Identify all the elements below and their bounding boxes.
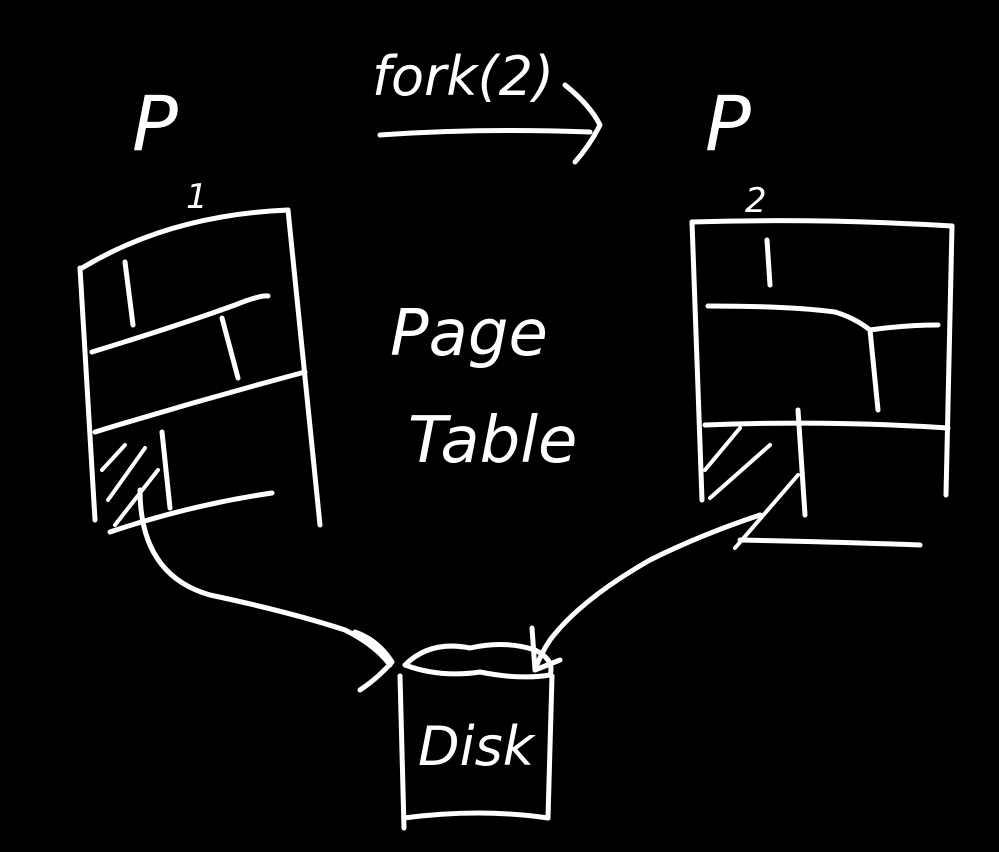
- p2-table-right-wall: [943, 223, 955, 498]
- process1-page-table: [77, 207, 323, 535]
- p1-row1-mark: [122, 259, 136, 328]
- process2-subscript: 2: [745, 181, 767, 221]
- p2-cell-divider: [795, 407, 808, 518]
- p2-divider2: [702, 420, 951, 431]
- p1-divider2: [92, 369, 308, 435]
- p2-divider1: [705, 303, 941, 333]
- p1-table-right-wall: [285, 207, 323, 528]
- process2-page-table: [689, 218, 955, 550]
- fork-arrow-group: fork(2): [372, 45, 603, 165]
- p1-table-top: [79, 207, 291, 271]
- fork-label: fork(2): [372, 45, 554, 108]
- table-label: Table: [408, 404, 577, 478]
- process2-letter: P: [705, 79, 751, 168]
- p2-to-disk-arrow: [529, 512, 763, 673]
- p2-to-disk-curve: [532, 512, 763, 673]
- process2-label: P 2: [705, 79, 767, 221]
- process1-letter: P: [132, 79, 178, 168]
- p1-to-disk-arrow: [137, 487, 395, 693]
- process1-subscript: 1: [186, 177, 208, 217]
- disk-label: Disk: [418, 715, 537, 778]
- p1-hatch-3: [113, 468, 160, 527]
- center-label: Page Table: [390, 297, 577, 478]
- p1-to-disk-arrowhead: [352, 629, 395, 693]
- p1-divider1: [89, 293, 271, 355]
- p2-table-top: [689, 218, 955, 229]
- disk-right-wall: [545, 673, 555, 821]
- p1-row2-mark: [219, 315, 241, 381]
- disk-bottom: [401, 810, 551, 821]
- p1-hatch-1: [100, 443, 127, 472]
- p2-row1-mark: [764, 237, 773, 288]
- p2-hatch-3: [733, 473, 800, 550]
- disk-cylinder: Disk: [397, 641, 555, 831]
- p1-table-left-wall: [77, 265, 98, 523]
- p1-hatch-2: [106, 446, 147, 502]
- process1-label: P 1: [132, 79, 208, 217]
- p2-hatch-2: [708, 443, 772, 500]
- p2-row2-mark: [867, 327, 881, 413]
- fork-arrowhead: [562, 82, 603, 165]
- p1-cell-divider: [159, 429, 173, 511]
- p2-cell-bottom: [737, 537, 923, 548]
- p2-hatch-1: [703, 426, 742, 472]
- p1-cell-bottom: [107, 490, 275, 535]
- page-label: Page: [390, 297, 548, 371]
- fork-arrow-shaft: [377, 128, 593, 138]
- disk-left-wall: [397, 673, 407, 831]
- disk-top-ellipse: [402, 641, 554, 680]
- p1-to-disk-curve: [137, 487, 393, 668]
- p2-table-left-wall: [689, 219, 705, 503]
